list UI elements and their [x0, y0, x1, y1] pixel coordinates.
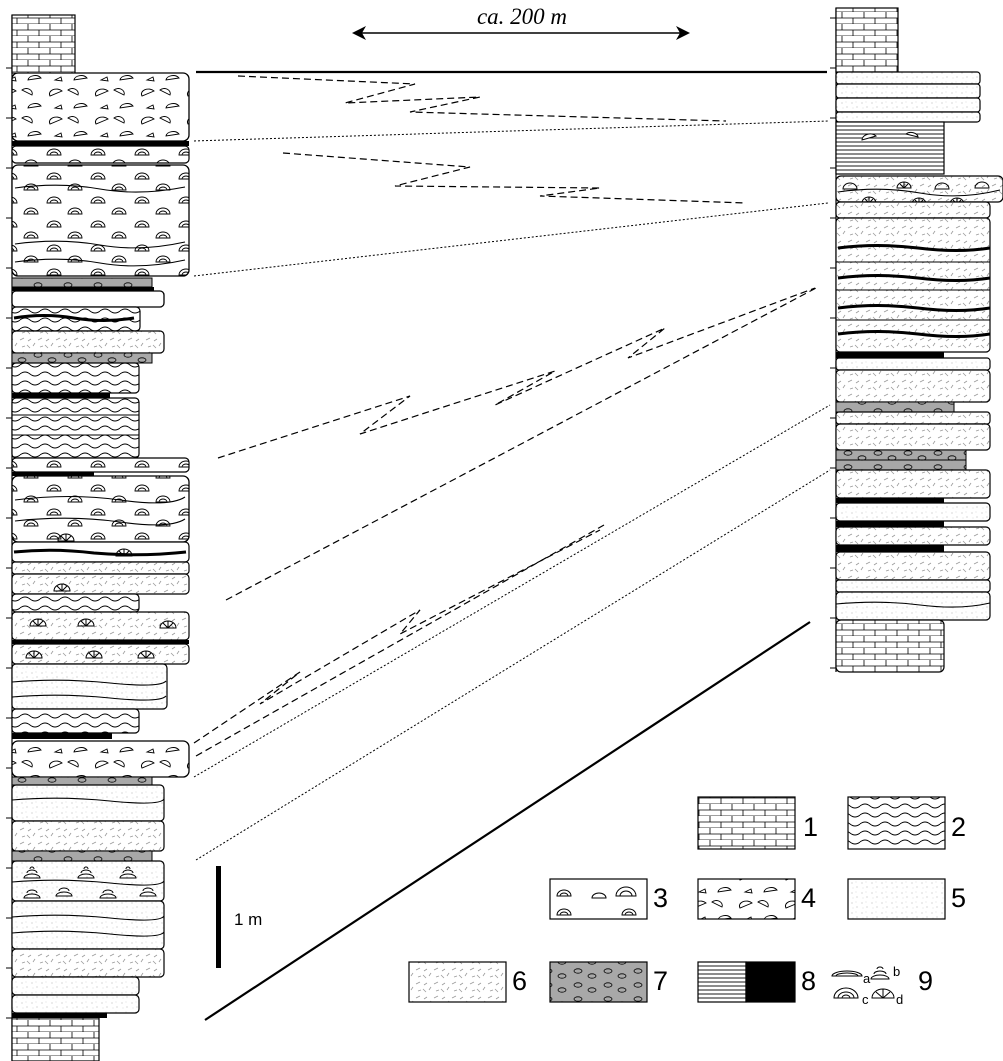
- svg-text:4: 4: [801, 883, 816, 913]
- legend-item-3: 3: [550, 879, 668, 919]
- distance-indicator: ca. 200 m: [352, 4, 690, 40]
- legend-item-5: 5: [848, 879, 966, 919]
- svg-text:b: b: [893, 964, 900, 979]
- scale-bar-label: 1 m: [234, 910, 262, 929]
- distance-label: ca. 200 m: [477, 4, 567, 29]
- svg-text:8: 8: [801, 966, 816, 996]
- left-section-column: [6, 15, 189, 1061]
- svg-text:c: c: [862, 992, 869, 1007]
- legend-item-4: 4: [698, 879, 816, 919]
- svg-text:5: 5: [951, 883, 966, 913]
- legend-item-9: a b c d 9: [832, 964, 933, 1007]
- vertical-scale-bar: 1 m: [216, 866, 262, 968]
- svg-text:3: 3: [653, 883, 668, 913]
- legend-item-6: 6: [409, 962, 527, 1002]
- svg-text:1: 1: [803, 812, 818, 842]
- svg-text:2: 2: [951, 812, 966, 842]
- legend: 1 2 3 4 5 6: [409, 797, 966, 1007]
- svg-text:7: 7: [653, 966, 668, 996]
- legend-item-7: 7: [550, 962, 668, 1002]
- svg-text:d: d: [896, 992, 903, 1007]
- legend-item-1: 1: [698, 797, 818, 849]
- legend-item-8: 8: [698, 962, 816, 1002]
- legend-item-2: 2: [848, 797, 966, 849]
- svg-text:a: a: [863, 971, 871, 986]
- svg-text:6: 6: [512, 966, 527, 996]
- svg-text:9: 9: [918, 966, 933, 996]
- correlation-lines: [194, 72, 830, 1020]
- right-section-column: [830, 8, 1003, 672]
